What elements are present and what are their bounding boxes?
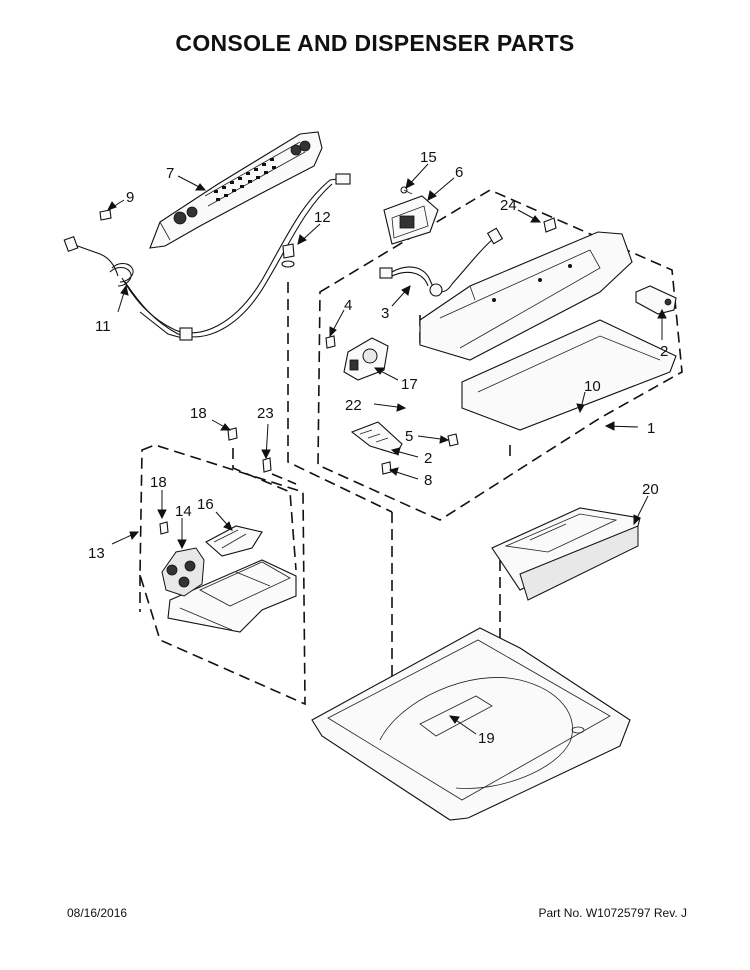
callout-18-upper: 18 [190, 405, 207, 422]
callout-labels: 1 2 2 3 4 5 6 7 8 9 10 11 12 13 14 15 16… [88, 149, 668, 747]
callout-3: 3 [381, 305, 389, 322]
callout-10: 10 [584, 378, 601, 395]
callout-23: 23 [257, 405, 274, 422]
callout-20: 20 [642, 481, 659, 498]
callout-4: 4 [344, 297, 352, 314]
washer-top-part-19 [311, 627, 631, 821]
callout-12: 12 [314, 209, 331, 226]
callout-19: 19 [478, 730, 495, 747]
callout-18-lower: 18 [150, 474, 167, 491]
callout-24: 24 [500, 197, 517, 214]
console-top-part-1 [419, 231, 633, 361]
assembly-outlines [139, 189, 683, 706]
footer-part-number: Part No. W10725797 Rev. J [538, 906, 687, 920]
switch-part-17 [343, 337, 389, 381]
valve-part-14 [161, 547, 205, 597]
screws [99, 209, 459, 535]
console-panel-part-7 [149, 131, 323, 249]
control-module-part-6 [383, 186, 439, 245]
callout-9: 9 [126, 189, 134, 206]
page-title: CONSOLE AND DISPENSER PARTS [175, 30, 575, 56]
callout-5: 5 [405, 428, 413, 445]
callout-11: 11 [95, 318, 111, 335]
callout-7: 7 [166, 165, 174, 182]
callout-2-middle: 2 [424, 450, 432, 467]
callout-13: 13 [88, 545, 105, 562]
callout-15: 15 [420, 149, 437, 166]
hinge-part-2-right [635, 285, 677, 315]
callout-14: 14 [175, 503, 192, 520]
callout-1: 1 [647, 420, 655, 437]
dispenser-lid-part-10 [461, 319, 677, 431]
callout-22: 22 [345, 397, 362, 414]
dispenser-part-20 [491, 507, 641, 601]
wire-harness-part-11 [63, 173, 351, 341]
bracket-part-16 [205, 525, 263, 557]
callout-17: 17 [401, 376, 418, 393]
clip-part-24 [543, 217, 557, 233]
callout-16: 16 [197, 496, 214, 513]
wiring-part-3 [379, 227, 504, 297]
footer-date: 08/16/2016 [67, 906, 128, 920]
leader-arrows [106, 163, 667, 735]
callout-2-right: 2 [660, 343, 668, 360]
callout-8: 8 [424, 472, 432, 489]
callout-6: 6 [455, 164, 463, 181]
